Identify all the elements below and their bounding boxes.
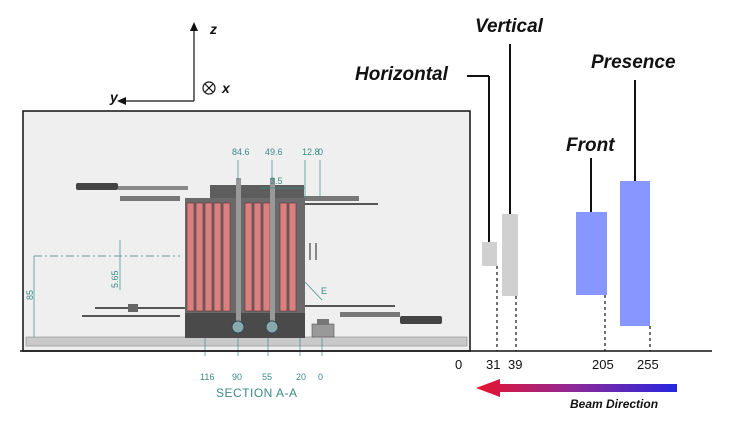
tick-39: 39	[508, 357, 523, 372]
dim-top-84-6: 84.6	[232, 147, 250, 157]
dim-bottom-116: 116	[200, 372, 214, 382]
tick-31: 31	[486, 357, 501, 372]
z-axis-label: z	[210, 21, 217, 37]
label-horizontal: Horizontal	[355, 64, 448, 85]
tick-0: 0	[455, 357, 463, 372]
section-caption: SECTION A-A	[216, 386, 298, 400]
dim-top-3-5: 3.5	[270, 176, 283, 186]
horizontal-bar	[482, 242, 497, 266]
dim-bottom-20: 20	[296, 372, 306, 382]
dim-bottom-55: 55	[262, 372, 272, 382]
dim-side-5-65: 5.65	[110, 270, 120, 288]
tick-255: 255	[637, 357, 659, 372]
beam-direction-label: Beam Direction	[570, 397, 659, 411]
dim-top-49-6: 49.6	[265, 147, 283, 157]
vertical-bar	[502, 214, 518, 296]
x-axis-label: x	[222, 80, 230, 96]
beam-direction-arrow	[476, 379, 677, 397]
front-bar	[576, 212, 607, 295]
label-vertical: Vertical	[475, 16, 543, 37]
marker-e: E	[321, 286, 327, 296]
label-front: Front	[566, 135, 615, 156]
presence-bar	[620, 181, 650, 326]
y-axis-label: y	[110, 89, 118, 105]
dim-bottom-0: 0	[318, 372, 323, 382]
tick-205: 205	[592, 357, 614, 372]
label-presence: Presence	[591, 52, 676, 73]
dim-bottom-90: 90	[232, 372, 242, 382]
dim-top-12-8: 12.8	[302, 147, 320, 157]
dim-side-85: 85	[25, 290, 35, 300]
dim-top-0: 0	[318, 147, 323, 157]
